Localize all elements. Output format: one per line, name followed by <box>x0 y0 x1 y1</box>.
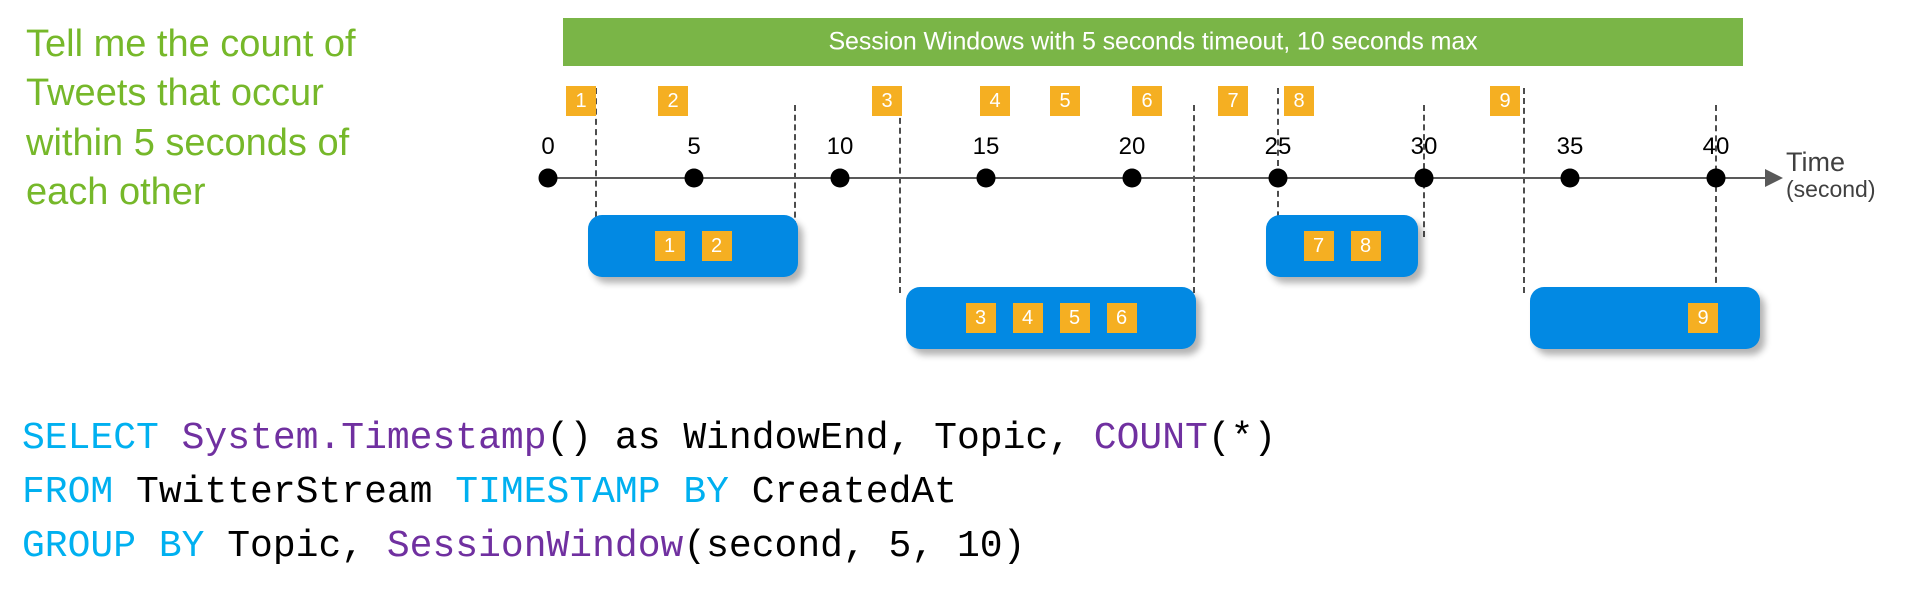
sql-token: SELECT <box>22 417 182 460</box>
time-axis-dot <box>830 168 850 188</box>
session-window-banner-label: Session Windows with 5 seconds timeout, … <box>828 27 1478 56</box>
event-badge: 5 <box>1050 86 1080 116</box>
time-axis-caption: Time (second) <box>1786 147 1876 203</box>
time-axis-tick-label: 40 <box>1702 133 1730 160</box>
sql-token: (*) <box>1207 417 1277 460</box>
session-event-badge: 5 <box>1059 303 1090 333</box>
prompt-question-text: Tell me the count of Tweets that occur w… <box>26 23 366 214</box>
window-boundary-line <box>1193 105 1195 293</box>
sql-token: CreatedAt <box>751 471 957 514</box>
session-window-banner: Session Windows with 5 seconds timeout, … <box>563 18 1743 66</box>
session-event-badge: 3 <box>965 303 996 333</box>
time-axis-caption-unit: (second) <box>1786 176 1876 203</box>
event-badge: 7 <box>1218 86 1248 116</box>
sql-line: FROM TwitterStream TIMESTAMP BY CreatedA… <box>22 466 1276 520</box>
time-axis-dot <box>1268 168 1288 188</box>
sql-token: SessionWindow <box>386 525 684 568</box>
window-boundary-line <box>1715 105 1717 293</box>
session-event-badge: 6 <box>1106 303 1137 333</box>
time-axis-caption-main: Time <box>1786 147 1845 177</box>
sql-token: TIMESTAMP BY <box>455 471 752 514</box>
event-badge: 4 <box>980 86 1010 116</box>
session-window-diagram: Session Windows with 5 seconds timeout, … <box>538 18 1876 349</box>
time-axis-tick-label: 10 <box>826 133 854 160</box>
event-badge: 8 <box>1284 86 1314 116</box>
time-axis-tick-label: 35 <box>1556 133 1584 160</box>
sql-line: GROUP BY Topic, SessionWindow(second, 5,… <box>22 520 1276 574</box>
window-boundary-line <box>1523 88 1525 293</box>
session-event-badge: 8 <box>1350 231 1381 261</box>
session-event-badge: 1 <box>654 231 685 261</box>
sql-token: GROUP BY <box>22 525 228 568</box>
window-boundary-line <box>595 88 597 238</box>
event-badge: 9 <box>1490 86 1520 116</box>
window-boundary-line <box>1277 88 1279 238</box>
sql-token: COUNT <box>1093 417 1208 460</box>
event-badge: 2 <box>658 86 688 116</box>
window-boundary-line <box>794 105 796 237</box>
time-axis-line <box>548 177 1771 179</box>
time-axis-dot <box>1414 168 1434 188</box>
sql-token: (second, 5, 10) <box>683 525 1026 568</box>
sql-token: Topic, <box>227 525 387 568</box>
session-event-badge: 9 <box>1688 303 1718 333</box>
sql-token: System.Timestamp <box>181 417 547 460</box>
time-axis-dot <box>976 168 996 188</box>
window-boundary-line <box>899 88 901 293</box>
event-badge: 6 <box>1132 86 1162 116</box>
sql-token: TwitterStream <box>136 471 456 514</box>
session-event-badge: 7 <box>1303 231 1334 261</box>
time-axis-dot <box>1706 168 1726 188</box>
sql-query-block: SELECT System.Timestamp() as WindowEnd, … <box>22 412 1276 574</box>
time-axis-tick-label: 5 <box>687 133 701 160</box>
session-event-badge: 4 <box>1012 303 1043 333</box>
time-axis-dot <box>1560 168 1580 188</box>
time-axis-arrow-icon <box>1765 169 1783 187</box>
sql-token: FROM <box>22 471 137 514</box>
time-axis-tick-label: 30 <box>1410 133 1438 160</box>
time-axis-dot <box>684 168 704 188</box>
time-axis-dot <box>538 168 558 188</box>
session-event-badge: 2 <box>701 231 732 261</box>
session-window-box: 9 <box>1530 287 1760 349</box>
event-badge: 3 <box>872 86 902 116</box>
time-axis-tick-label: 15 <box>972 133 1000 160</box>
time-axis-tick-label: 0 <box>541 133 555 160</box>
event-badge: 1 <box>566 86 596 116</box>
sql-line: SELECT System.Timestamp() as WindowEnd, … <box>22 412 1276 466</box>
time-axis-tick-label: 20 <box>1118 133 1146 160</box>
time-axis-tick-label: 25 <box>1264 133 1292 160</box>
sql-token: () as WindowEnd, Topic, <box>546 417 1094 460</box>
time-axis-dot <box>1122 168 1142 188</box>
